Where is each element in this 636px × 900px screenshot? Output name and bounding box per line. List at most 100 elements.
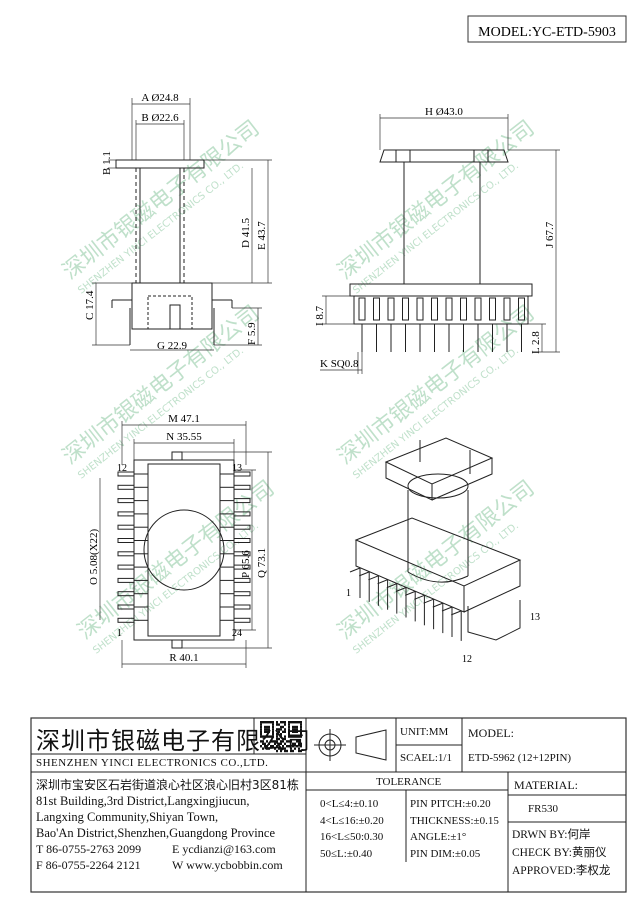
qr-module xyxy=(272,745,274,748)
telephone: T 86-0755-2763 2099 xyxy=(36,842,142,856)
qr-module xyxy=(274,740,276,743)
qr-module xyxy=(300,728,302,731)
qr-module xyxy=(260,730,262,733)
side-view-pins xyxy=(358,297,525,352)
iso-pin-bend xyxy=(368,575,379,581)
dim-l: L 2.8 xyxy=(530,331,542,354)
material-value: FR530 xyxy=(528,803,558,815)
qr-module xyxy=(264,742,266,745)
qr-module xyxy=(288,725,290,729)
qr-module xyxy=(276,728,278,731)
qr-module xyxy=(300,745,302,748)
qr-module xyxy=(260,735,262,738)
tolerance-item: 50≤L:±0.40 xyxy=(320,847,373,860)
qr-module xyxy=(262,721,264,724)
fax: F 86-0755-2264 2121 xyxy=(36,858,141,872)
qr-module xyxy=(282,745,284,748)
qr-module xyxy=(268,730,270,733)
qr-module xyxy=(276,735,278,738)
top-pin-left xyxy=(117,564,135,570)
tolerance-list: 0<L≤4:±0.10 4<L≤16:±0.20 16<L≤50:0.30 50… xyxy=(320,796,384,862)
qr-module xyxy=(292,735,294,738)
qr-module xyxy=(300,725,302,729)
side-pin-slot xyxy=(460,297,467,321)
dim-p: P 65.6 xyxy=(240,550,252,578)
qr-module xyxy=(298,735,300,738)
watermark-en-4: SHENZHEN YINCI ELECTRONICS CO., LTD. xyxy=(351,346,521,482)
qr-module xyxy=(290,747,292,750)
qr-module xyxy=(282,747,284,750)
qr-module xyxy=(276,749,278,753)
qr-module xyxy=(266,740,268,743)
qr-module xyxy=(272,725,274,729)
qr-module xyxy=(260,723,262,726)
qr-module xyxy=(278,742,280,745)
qr-module xyxy=(278,747,280,750)
qr-module xyxy=(278,723,280,726)
qr-module xyxy=(280,725,282,729)
qr-code xyxy=(260,721,302,753)
dim-j: J 67.7 xyxy=(544,221,556,248)
qr-module xyxy=(270,735,272,738)
front-view: A Ø24.8 B Ø22.6 B 1.1 D 41.5 E 43.7 C 17… xyxy=(84,92,272,352)
qr-module xyxy=(296,725,298,729)
top-pin-left xyxy=(117,524,135,530)
email: E ycdianzi@163.com xyxy=(172,842,276,856)
qr-module xyxy=(292,745,294,748)
qr-module xyxy=(282,725,284,729)
qr-module xyxy=(260,728,262,731)
spec-item: ANGLE:±1° xyxy=(410,831,467,843)
watermark-cn-4: 深圳市银磁电子有限公司 xyxy=(333,301,539,470)
qr-module xyxy=(280,728,282,731)
model-value: ETD-5962 (12+12PIN) xyxy=(468,752,572,764)
watermark-en-1: SHENZHEN YINCI ELECTRONICS CO., LTD. xyxy=(76,161,246,297)
qr-module xyxy=(270,745,272,748)
qr-module xyxy=(296,730,298,733)
dim-k: K SQ0.8 xyxy=(320,358,359,370)
pin-label-24: 24 xyxy=(232,628,242,639)
iso-pin-bend xyxy=(395,587,407,592)
dim-f: F 5.9 xyxy=(246,322,258,345)
iso-pin-bend xyxy=(423,598,434,604)
qr-module xyxy=(300,735,302,738)
qr-module xyxy=(294,725,296,729)
qr-module xyxy=(262,742,264,745)
qr-module xyxy=(268,725,270,729)
watermark-cn-2: 深圳市银磁电子有限公司 xyxy=(333,116,539,285)
qr-module xyxy=(280,733,282,736)
qr-module xyxy=(294,742,296,745)
qr-module xyxy=(272,723,274,726)
qr-module xyxy=(298,742,300,745)
dim-c: C 17.4 xyxy=(84,290,96,320)
qr-module xyxy=(266,747,268,750)
qr-module xyxy=(300,733,302,736)
qr-module xyxy=(292,749,294,753)
qr-module xyxy=(266,728,268,731)
address-en-3: Bao'An District,Shenzhen,Guangdong Provi… xyxy=(36,826,276,840)
top-pin-left xyxy=(117,538,135,543)
qr-module xyxy=(266,725,268,729)
drawn-by: DRWN BY:何岸 xyxy=(512,829,591,841)
website: W www.ycbobbin.com xyxy=(172,858,283,872)
qr-module xyxy=(284,747,286,750)
qr-module xyxy=(274,742,276,745)
qr-module xyxy=(286,749,288,753)
qr-module xyxy=(272,721,274,724)
qr-module xyxy=(288,735,290,738)
dim-r: R 40.1 xyxy=(169,652,198,664)
pin-label-13: 13 xyxy=(232,463,242,474)
top-pin-left xyxy=(117,511,135,517)
qr-module xyxy=(286,740,288,743)
qr-module xyxy=(282,740,284,743)
qr-module xyxy=(292,728,294,731)
qr-module xyxy=(278,737,280,741)
qr-module xyxy=(266,730,268,733)
qr-module xyxy=(262,747,264,750)
scale-label: SCAEL:1/1 xyxy=(400,752,452,764)
iso-pin-bend xyxy=(377,579,388,585)
qr-module xyxy=(276,740,278,743)
qr-module xyxy=(300,730,302,733)
iso-pin-bend xyxy=(432,602,443,608)
unit-label: UNIT:MM xyxy=(400,726,449,738)
